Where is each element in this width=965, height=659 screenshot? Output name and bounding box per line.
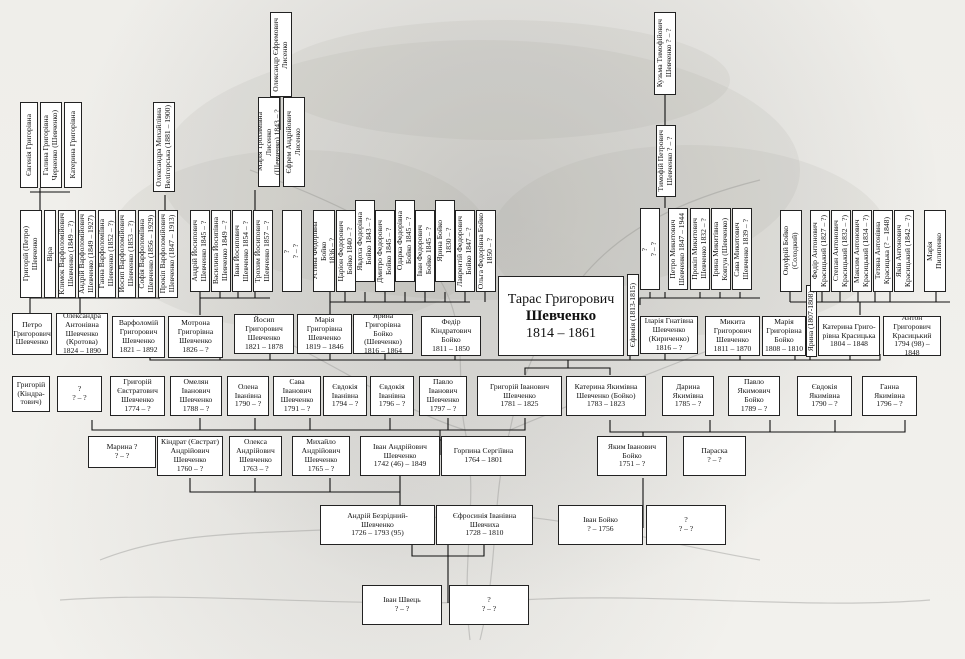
node-paraska: Параска ? – ? xyxy=(683,436,746,476)
node-sofiya-v: Софія Варфоломіївна Шевченко (1856 – 192… xyxy=(138,210,156,298)
node-kateryna-g: Катерина Григорівна xyxy=(64,102,82,188)
node-vira: Віра xyxy=(44,210,56,298)
node-varfolomiy: Варфоломій Григорович Шевченко 1821 – 18… xyxy=(112,316,165,358)
node-tsarion: Царіон Федорович Бойко 1840 – ? xyxy=(336,210,356,292)
node-sava: Сава Іванович Шевченко 1791 – ? xyxy=(273,376,321,416)
node-hryhoriy-petro: Григорій (Петро) Шевченко xyxy=(20,210,42,298)
node-ivan-shvets-wife: ? ? – ? xyxy=(449,585,529,625)
node-oleksa: Олекса Андрійович Шевченко 1763 – ? xyxy=(229,436,282,476)
node-trokhym-y: Трохим Йосипович Шевченко 1857 – ? xyxy=(253,210,273,292)
node-tetyana-a: Тетяна Антонівна Красицька (? – 1848) xyxy=(873,210,893,292)
node-pavlo-i: Павло Іванович Шевченко 1797 – ? xyxy=(419,376,467,416)
node-omelyan: Омелян Іванович Шевченко 1788 – ? xyxy=(170,376,222,416)
node-yefrem-a: Єфрем Андрійович Лисенко xyxy=(283,97,305,187)
node-mykhailo-a: Михайло Андрійович Шевченко 1765 – ? xyxy=(292,436,350,476)
node-yavdokha: Явдоха Федорівна Бойко 1843 – ? xyxy=(355,200,375,282)
node-daryna: Дарина Якимівна 1785 – ? xyxy=(662,376,714,416)
node-yaryna-f: Ярина Бойко 1830 – ? xyxy=(435,200,455,282)
node-lavrentiy: Лаврентій Федорович Бойко 1847 – ? xyxy=(455,210,475,292)
node-yosyp-v: Йосип Варфоломійович Шевченко (1853 – ?) xyxy=(118,210,136,298)
node-unknown-a: ? ? – ? xyxy=(57,376,102,412)
node-pavlo-ya: Павло Якимович Бойко 1789 – ? xyxy=(728,376,780,416)
node-onufriy: Онуфрій Бойко (Солодкий) xyxy=(780,210,802,292)
node-mykyta: Микита Григорович Шевченко 1811 – 1870 xyxy=(705,316,760,356)
node-ivan-boyko-wife: ? ? – ? xyxy=(646,505,726,545)
node-ustyna: Устина Федорівна Бойко 1836 – ? xyxy=(313,210,335,292)
node-yefymiya: Єфимія (1813-1815) xyxy=(627,274,639,356)
node-maksym-a: Максим Антонович Красицький (1834 – ?) xyxy=(852,210,872,292)
taras-name: Тарас Григорович xyxy=(507,291,615,307)
node-prokip-m: Прокіп Микитович Шевченко 1832 – ? xyxy=(690,208,710,290)
node-prokip-v: Прокіп Варфоломійович Шевченко (1847 – 1… xyxy=(158,210,178,298)
node-hryhoriy-k: Григорій (Кіндра- тович) xyxy=(12,376,50,412)
node-yaryna-v: Ярина (1807-1808) xyxy=(806,285,817,357)
node-mariya-h: Марія Григорівна Шевченко 1819 – 1846 xyxy=(297,314,352,354)
node-ivan-boyko: Іван Бойко ? – 1756 xyxy=(558,505,643,545)
node-hryhoriy-ivanovych: Григорій Іванович Шевченко 1781 – 1825 xyxy=(477,376,562,416)
node-ilariya: Іларія Гнатівна Шевченко (Кириченко) 181… xyxy=(640,316,698,354)
node-yakym: Яким Іванович Бойко 1751 – ? xyxy=(597,436,667,476)
node-unknown-m: ? ? – ? xyxy=(640,208,660,290)
taras-surname: Шевченко xyxy=(525,307,597,324)
node-kuzma: Кузьма Тимофійович Шевченко ? – ? xyxy=(654,12,676,95)
node-unknown-y: ? ? – ? xyxy=(282,210,302,292)
node-dmytro: Дмитро Федорович Бойко 1845 – ? xyxy=(375,210,395,292)
node-klymok: Климок Варфоломійович Шевченко (1849 – ?… xyxy=(58,210,76,298)
node-hryhoriy-ye: Григорій Євстратович Шевченко 1774 – ? xyxy=(110,376,165,416)
node-mariya-trokhymivna: Марія Трохимівна Лисенко (Шевченко) 1843… xyxy=(258,97,280,187)
node-halyna: Галина Григорівна Черненко (Шевченко) xyxy=(40,102,62,188)
node-yakiv-a: Яків Антонович Красицький (1842 – ?) xyxy=(894,210,914,292)
node-yevdokiya-i2: Євдокія Іванівна 1796 – ? xyxy=(370,376,414,416)
node-olena: Олена Іванівна 1790 – ? xyxy=(227,376,269,416)
node-hanna-ya: Ганна Якимівна 1796 – ? xyxy=(862,376,917,416)
node-maryna: Марина ? ? – ? xyxy=(88,436,156,468)
node-fedir-a: Федір Антонович Красицький (1827 – ?) xyxy=(810,210,830,292)
node-andriy-y: Андрій Йосипович Шевченко 1845 – ? xyxy=(190,210,210,292)
node-oleksandra-m: Олександра Михайлівна Велігорська (1881 … xyxy=(153,102,175,192)
node-hanna-v: Ганна Варфоломіївна Шевченко (1852 – ?) xyxy=(98,210,116,298)
node-yefrosyniya: Єфросинія Іванівна Шевчиха 1728 – 1810 xyxy=(436,505,533,545)
node-petro-m: Петро Микитович Шевченко 1847 – 1944 xyxy=(668,208,688,290)
node-sava-m: Сава Микитович Шевченко 1839 – ? xyxy=(732,208,752,290)
node-oleksandr-ye: Олександр Єфремович Лисенко xyxy=(270,12,292,97)
node-kateryna-yakymivna: Катерина Якимівна Шевченко (Бойко) 1783 … xyxy=(566,376,646,416)
node-fedir: Федір Кіндратович Бойко 1811 – 1850 xyxy=(421,316,481,356)
node-ivan-andriyovych: Іван Андрійович Шевченко 1742 (46) – 184… xyxy=(360,436,440,476)
node-tymofiy: Тимофій Петрович Шевченко ? – ? xyxy=(656,125,676,197)
node-mariya-b: Марія Григорівна Бойко 1808 – 1810 xyxy=(762,316,806,356)
node-ivan-y: Іван Йосипович Шевченко 1854 – ? xyxy=(232,210,252,292)
node-ivan-f: Іван Федорович Бойко 1845 – ? xyxy=(415,210,435,292)
node-anton: Антон Григорович Красицький 1794 (98) – … xyxy=(883,316,941,356)
node-motrona: Мотрона Григорівна Шевченко 1826 – ? xyxy=(168,316,223,358)
node-petro: Петро Григорович Шевченко xyxy=(12,313,52,355)
node-yosyp: Йосип Григорович Шевченко 1821 – 1878 xyxy=(234,314,294,354)
taras-years: 1814 – 1861 xyxy=(526,325,596,341)
node-yevdokiya-ya: Євдокія Якимівна 1790 – ? xyxy=(797,376,852,416)
node-iryna-m: Ірина Микитівна Ковтун (Шевченко) xyxy=(711,208,731,290)
node-stepan-a: Степан Антонович Красицький (1832 – ?) xyxy=(831,210,851,292)
node-odarka: Одарка Федорівна Бойко 1845 – ? xyxy=(395,200,415,282)
node-yevdokiya-i: Євдокія Іванівна 1794 – ? xyxy=(323,376,367,416)
node-kateryna-krasytska: Катерина Григо- рівна Красицька 1804 – 1… xyxy=(818,316,880,356)
node-vasylyna-y: Василина Йосипівна Шевченко 1849 – ? xyxy=(211,210,231,292)
node-olha: Ольга Федорівна Бойко 1850 – ? xyxy=(476,210,496,292)
node-mariya-pylypenko: Марія Пилипенко xyxy=(924,210,946,292)
node-ivan-shvets: Іван Швець ? – ? xyxy=(362,585,442,625)
node-andriy: Андрій Безрідний- Шевченко 1726 – 1793 (… xyxy=(320,505,435,545)
node-horpyna: Горпина Сергіївна 1764 – 1801 xyxy=(441,436,526,476)
node-yevheniya: Євгенія Григорівна xyxy=(20,102,38,188)
node-kindrat: Кіндрат (Євстрат) Андрійович Шевченко 17… xyxy=(157,436,223,476)
node-oleksandra: Олександра Антонівна Шевченко (Кротова) … xyxy=(56,313,108,355)
node-yaryna: Ярина Григорівна Бойко (Шевченко) 1816 –… xyxy=(353,314,413,354)
node-andriy-v: Андрій Варфоломійович Шевченко (1849 – 1… xyxy=(78,210,96,298)
